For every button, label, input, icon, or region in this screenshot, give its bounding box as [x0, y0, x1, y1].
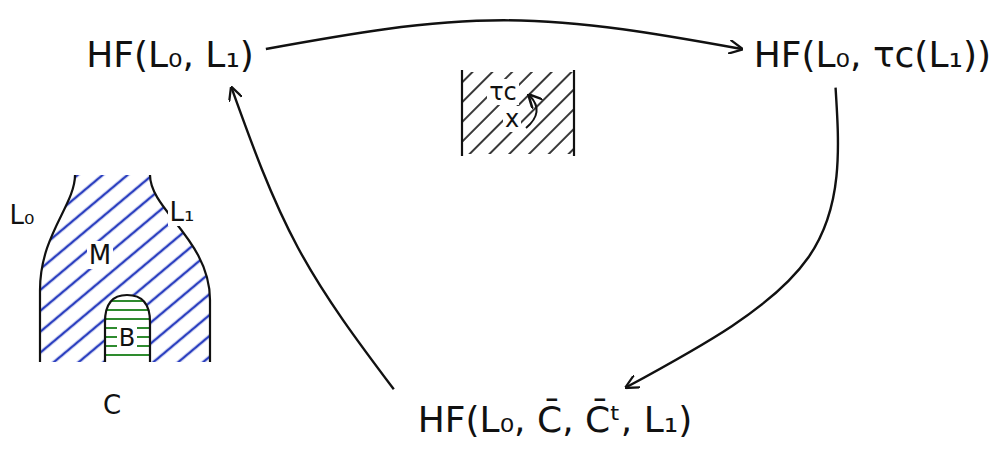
figure-label: M: [87, 241, 113, 270]
formula-text: HF(L₀, L₁): [82, 32, 258, 77]
twist-region: [462, 72, 574, 154]
figure-label: B: [117, 325, 137, 351]
formula-node: HF(L₀, C̄, C̄ᵗ, L₁): [414, 397, 696, 442]
boundary-l1: [150, 175, 210, 362]
twist-wall: [573, 70, 575, 156]
surface-region: [40, 175, 210, 362]
formula-node: HF(L₀, τc(L₁)): [750, 32, 995, 77]
arrow-connector: [231, 88, 393, 390]
twist-wall: [461, 70, 463, 156]
arrow-connector: [626, 88, 838, 388]
formula-text: HF(L₀, C̄, C̄ᵗ, L₁): [414, 397, 696, 442]
figure-label: C: [101, 391, 123, 420]
formula-node: HF(L₀, L₁): [82, 32, 258, 77]
twist-arrow: [526, 96, 537, 128]
formula-text: HF(L₀, τc(L₁)): [750, 32, 995, 77]
boundary-l0: [40, 175, 75, 362]
figure-label: L₀: [8, 201, 37, 230]
figure-label: L₁: [168, 198, 197, 227]
figure-label: x: [503, 106, 521, 132]
disk-region: [105, 295, 150, 362]
figure-label: τc: [487, 79, 519, 105]
arrow-connector: [266, 20, 742, 49]
boundary-c: [105, 295, 150, 362]
